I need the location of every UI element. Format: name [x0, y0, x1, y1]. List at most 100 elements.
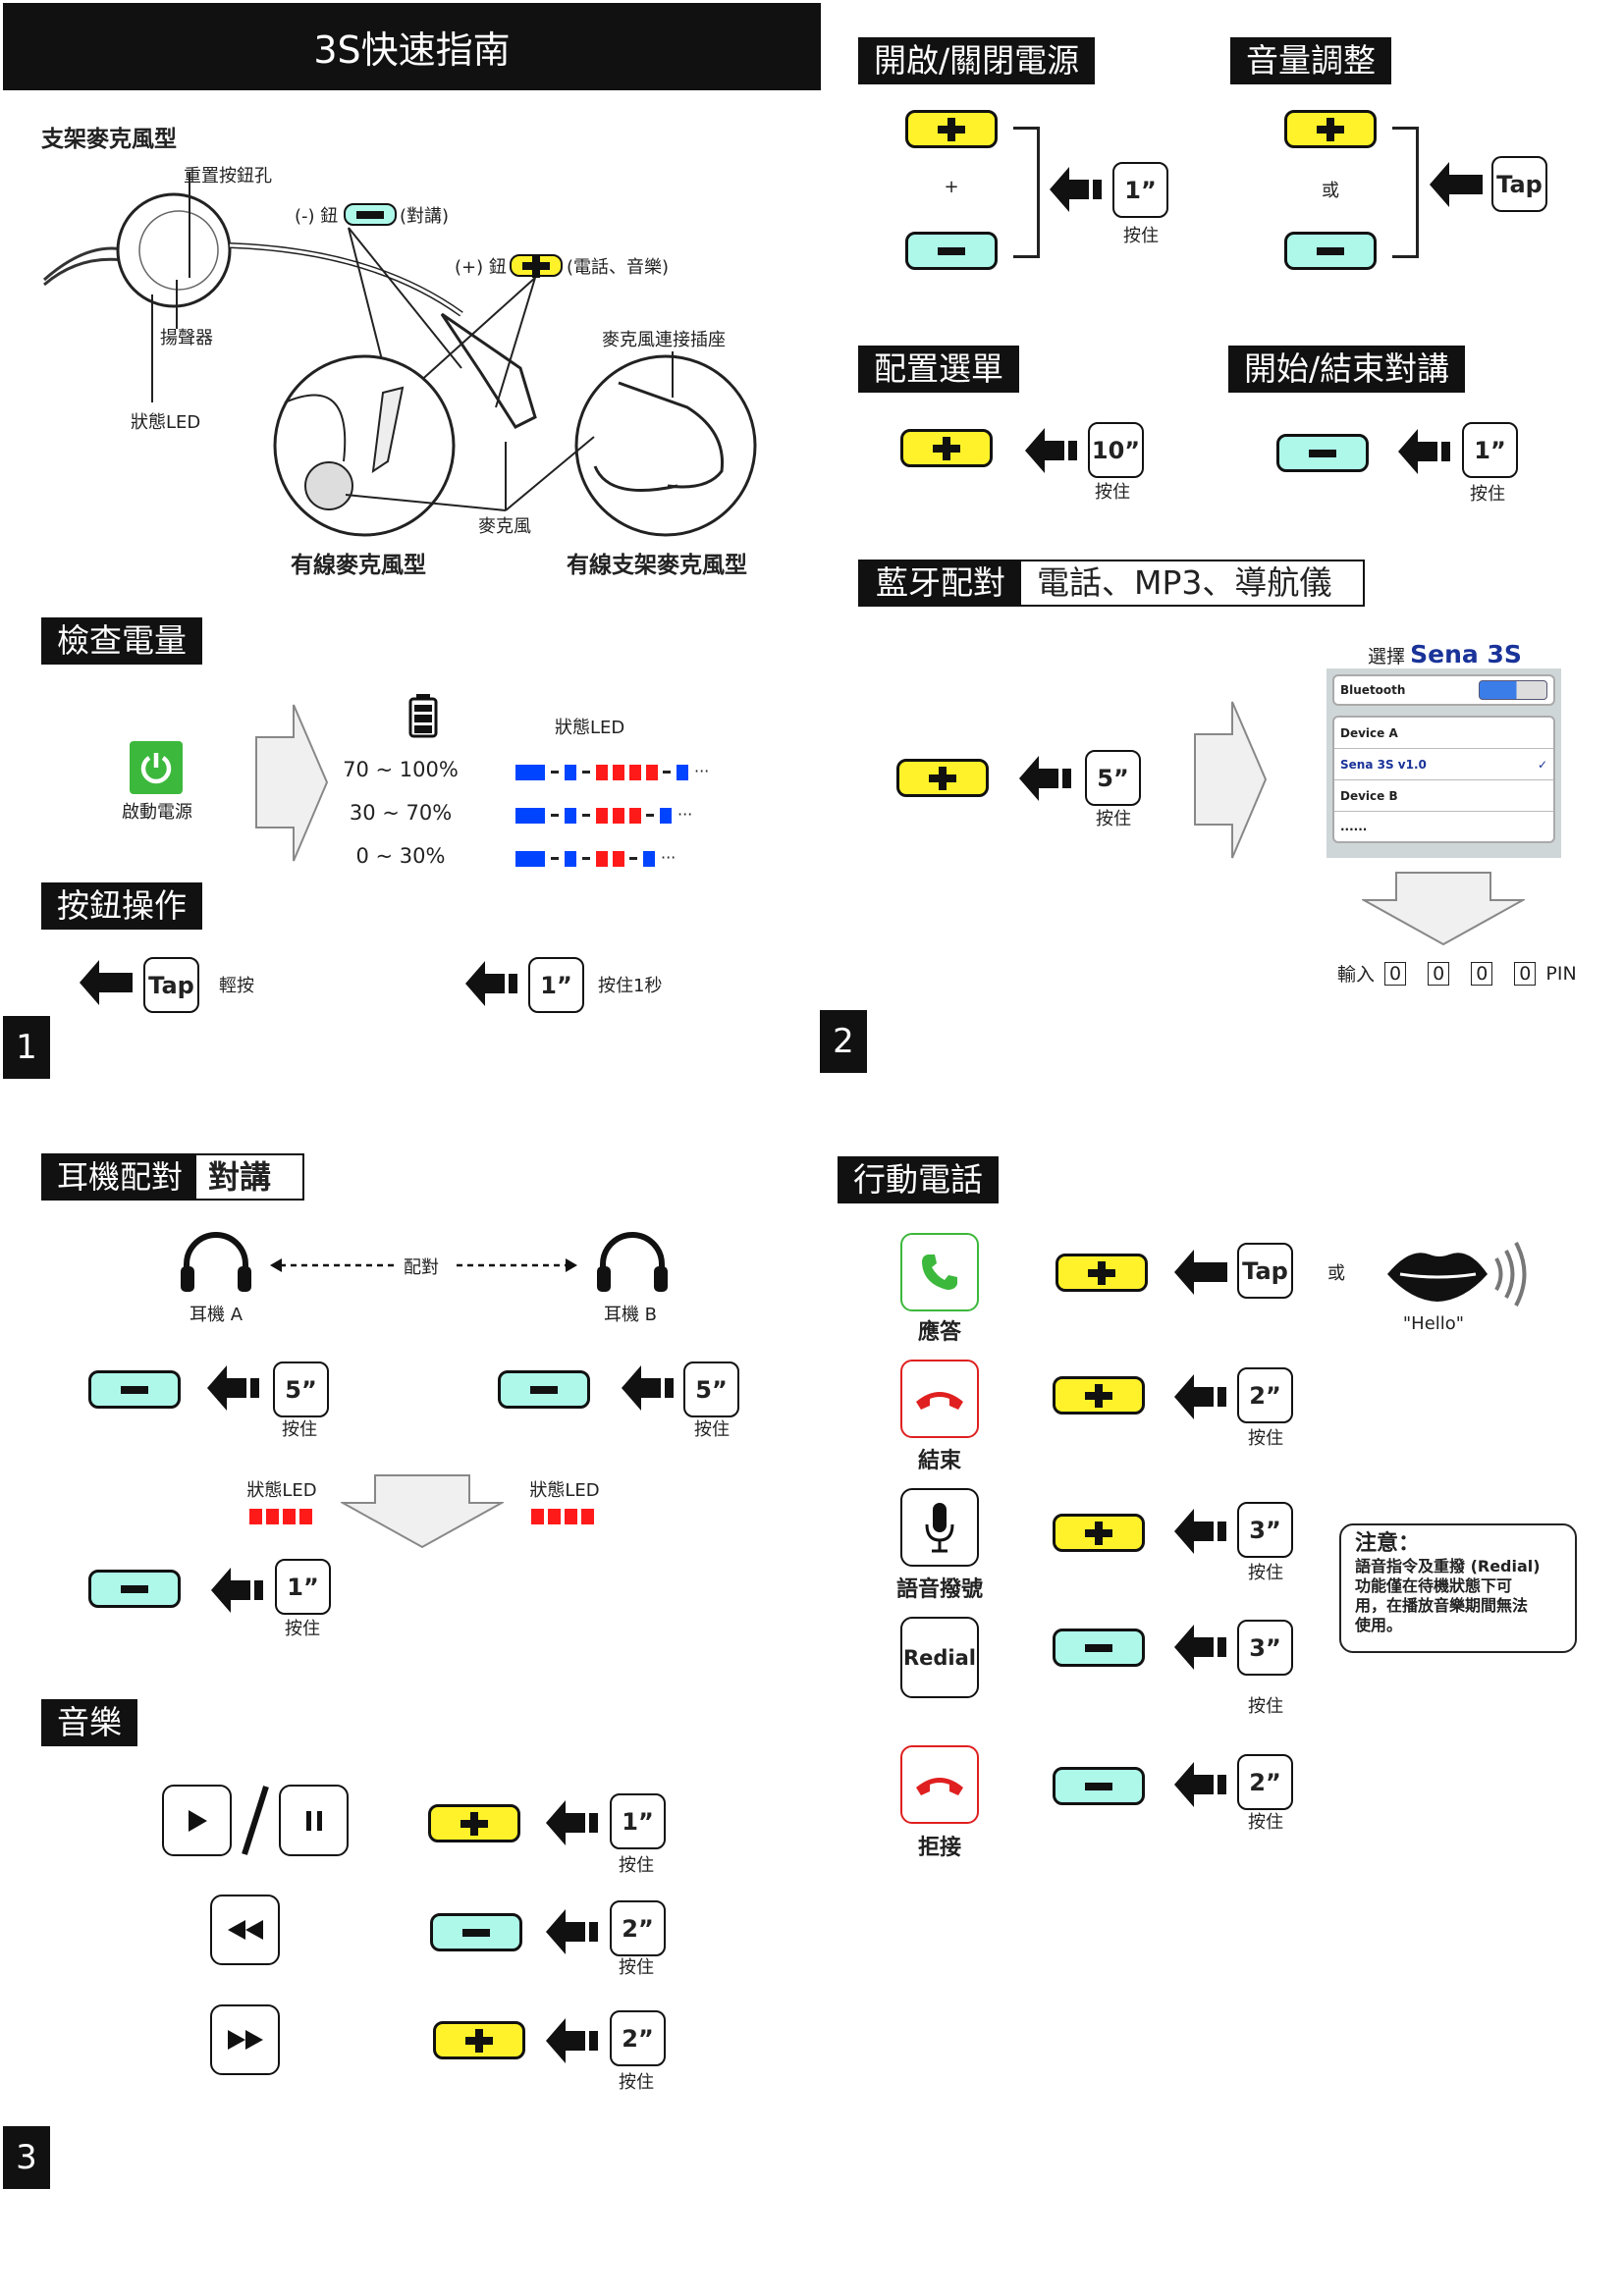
plus-button [428, 1804, 520, 1842]
pin-digit: 0 [1471, 961, 1493, 986]
plus-button [1053, 1514, 1145, 1552]
led-red [646, 764, 658, 780]
hold-label: 按住 [1095, 482, 1130, 503]
plus-button [900, 429, 993, 467]
hold-arrow-icon [1050, 167, 1103, 212]
hold-label: 按住 [1470, 484, 1505, 505]
or-label: 或 [1327, 1263, 1345, 1284]
pair-label: 配對 [404, 1257, 439, 1278]
power-heading: 開啟/關閉電源 [858, 37, 1096, 84]
device-item[interactable]: Device B [1334, 780, 1553, 812]
hollow-arrow-right-icon [1194, 701, 1268, 859]
time-box: 5” [1085, 750, 1141, 806]
volume-joiner: 或 [1322, 181, 1339, 201]
bt-pairing-header: 藍牙配對 電話、MP3、導航儀 [858, 560, 1365, 607]
slash-icon [242, 1786, 269, 1855]
minus-button [88, 1570, 181, 1608]
page-title: 3S快速指南 [313, 28, 511, 72]
led-blue-long [515, 850, 545, 867]
hold-arrow-icon [1174, 1374, 1227, 1419]
red-led-pattern [249, 1506, 316, 1524]
led-red [629, 764, 641, 780]
hold-arrow-icon [1398, 429, 1451, 474]
note-line: 使用。 [1355, 1616, 1403, 1634]
battery-status-led-label: 狀態LED [555, 718, 625, 738]
enter-label: 輸入 [1337, 964, 1376, 986]
headphones-icon [597, 1232, 668, 1292]
hold-arrow-icon [1174, 1762, 1227, 1807]
page-number-1: 1 [3, 1016, 50, 1079]
status-led-label: 狀態LED [246, 1480, 317, 1501]
intercom-heading: 開始/結束對講 [1228, 346, 1466, 393]
page-number-2: 2 [820, 1010, 867, 1073]
arrow-left-icon [1174, 1250, 1227, 1295]
wired-boom-mic-caption: 有線支架麥克風型 [567, 553, 747, 578]
hold-arrow-icon [211, 1568, 264, 1613]
led-red [596, 764, 608, 780]
reject-label: 拒接 [917, 1836, 962, 1860]
play-icon [162, 1785, 232, 1856]
tap-box: Tap [1491, 156, 1547, 212]
reject-call-icon [900, 1745, 979, 1824]
select-label: 選擇 [1368, 646, 1406, 667]
hold-label: 按住 [694, 1419, 730, 1440]
status-led-label: 狀態LED [131, 412, 201, 433]
hold-arrow-icon [465, 961, 518, 1006]
hold-arrow-icon [1174, 1625, 1227, 1670]
ellipsis: ··· [661, 848, 677, 867]
tap-label: 輕按 [219, 976, 254, 996]
led-red [613, 850, 624, 867]
volume-heading: 音量調整 [1230, 37, 1391, 84]
time-box: 1” [1112, 162, 1168, 218]
pin-label: PIN [1545, 962, 1577, 985]
plus-button-function: (電話、音樂) [567, 257, 670, 278]
time-box: 5” [683, 1362, 739, 1417]
note-line: 語音指令及重撥 (Redial) [1355, 1557, 1541, 1575]
minus-button [1284, 232, 1377, 270]
music-heading: 音樂 [41, 1699, 137, 1746]
headset-diagram [43, 172, 757, 537]
hold-arrow-icon [1019, 756, 1072, 801]
minus-button-label: (-) 鈕 [295, 206, 339, 227]
ellipsis: ··· [677, 805, 693, 824]
hold-arrow-icon [1174, 1509, 1227, 1554]
led-blue [677, 764, 688, 780]
minus-button [905, 232, 998, 270]
red-led-pattern [531, 1506, 598, 1524]
answer-label: 應答 [917, 1320, 962, 1345]
device-item[interactable]: Device A [1334, 718, 1553, 749]
minus-button-mini [344, 203, 397, 226]
hello-label: "Hello" [1402, 1313, 1465, 1334]
power-joiner: + [944, 177, 959, 197]
led-blue [643, 850, 655, 867]
led-red [596, 807, 608, 824]
device-item-selected[interactable]: Sena 3S v1.0✓ [1334, 749, 1553, 780]
bt-pairing-subheading: 電話、MP3、導航儀 [1037, 563, 1332, 602]
minus-button [88, 1370, 181, 1409]
pin-digit: 0 [1428, 961, 1450, 986]
mount-heading: 支架麥克風型 [41, 127, 177, 152]
note-box: 注意： 語音指令及重撥 (Redial) 功能僅在待機狀態下可 用，在播放音樂期… [1339, 1523, 1577, 1653]
device-list: Device A Sena 3S v1.0✓ Device B ...... [1332, 716, 1555, 843]
hold-arrow-icon [622, 1365, 675, 1411]
plus-button [1053, 1376, 1145, 1415]
lips-voice-icon [1387, 1242, 1527, 1307]
bluetooth-toggle[interactable] [1479, 680, 1547, 700]
plus-button [905, 110, 998, 148]
hold-label: 按住 [1248, 1428, 1283, 1449]
power-icon [130, 741, 183, 794]
device-item-label: Sena 3S v1.0 [1340, 758, 1427, 772]
hold-label: 按住 [1248, 1812, 1283, 1833]
hold-arrow-icon [1025, 428, 1078, 473]
reset-hole-label: 重置按鈕孔 [184, 166, 272, 187]
redial-icon: Redial [900, 1617, 979, 1698]
hold-label: 按住 [619, 2072, 654, 2093]
tap-box: Tap [143, 957, 199, 1013]
led-blue [565, 850, 576, 867]
battery-heading: 檢查電量 [41, 617, 202, 665]
hold-label: 按住 [1248, 1563, 1283, 1583]
tap-box: Tap [1237, 1243, 1293, 1299]
plus-button [1056, 1254, 1148, 1292]
time-box: 10” [1088, 422, 1144, 478]
note-line: 用，在播放音樂期間無法 [1355, 1596, 1529, 1615]
